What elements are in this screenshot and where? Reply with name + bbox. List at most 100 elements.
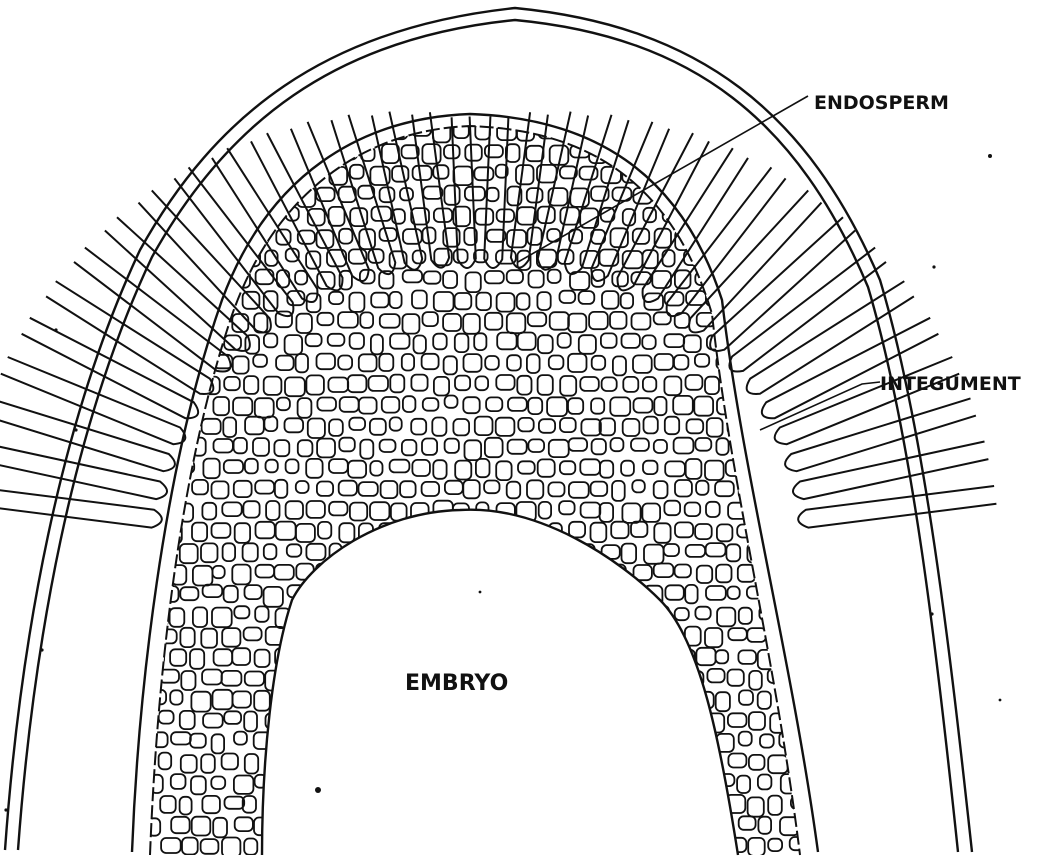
endosperm-cell	[171, 774, 186, 789]
endosperm-cell	[463, 397, 479, 413]
endosperm-cell	[360, 312, 373, 328]
endosperm-cell	[716, 692, 730, 711]
endosperm-cell	[559, 501, 575, 514]
endosperm-cell	[243, 501, 259, 517]
endosperm-cell	[580, 377, 599, 391]
endosperm-cell	[350, 503, 367, 521]
endosperm-cell	[496, 375, 514, 390]
endosperm-cell	[789, 628, 809, 640]
endosperm-cell	[296, 481, 309, 493]
endosperm-cell	[517, 376, 531, 395]
endosperm-cell	[444, 186, 459, 205]
endosperm-cell	[654, 397, 666, 415]
endosperm-cell	[716, 565, 731, 583]
endosperm-cell	[528, 398, 542, 414]
endosperm-cell	[622, 544, 637, 564]
endosperm-cell	[476, 293, 491, 311]
endosperm-cell	[642, 335, 655, 349]
endosperm-cell	[434, 377, 449, 396]
endosperm-cell	[151, 732, 168, 747]
endosperm-cell	[518, 461, 535, 473]
endosperm-cell	[768, 459, 782, 473]
endosperm-cell	[390, 292, 402, 308]
endosperm-cell	[707, 669, 724, 683]
endosperm-cell	[243, 292, 260, 309]
endosperm-cell	[529, 271, 544, 288]
endosperm-cell	[695, 354, 709, 367]
endosperm-cell	[602, 291, 619, 309]
endosperm-cell	[359, 482, 378, 496]
endosperm-cell	[285, 418, 304, 432]
endosperm-cell	[695, 607, 710, 620]
endosperm-cell	[444, 145, 460, 158]
endosperm-cell	[203, 585, 223, 597]
endosperm-cell	[338, 312, 358, 328]
endosperm-cell	[369, 376, 389, 391]
endosperm-cell	[747, 628, 766, 642]
endosperm-cell	[214, 649, 233, 665]
endosperm-cell	[560, 461, 575, 474]
endosperm-cell	[232, 565, 250, 585]
endosperm-cell	[516, 165, 534, 184]
endosperm-cell	[737, 145, 753, 158]
endosperm-cell	[518, 333, 536, 350]
endosperm-cell	[611, 522, 628, 539]
endosperm-cell	[434, 292, 454, 311]
endosperm-cell	[600, 418, 616, 435]
endosperm-cell	[623, 251, 643, 268]
endosperm-cell	[422, 354, 439, 369]
integument-label: INTEGUMENT	[880, 373, 1021, 395]
endosperm-cell	[781, 272, 798, 285]
endosperm-cell	[264, 417, 277, 432]
endosperm-cell	[589, 312, 608, 329]
endosperm-cell	[244, 628, 262, 641]
endosperm-cell	[610, 312, 627, 329]
endosperm-cell	[339, 523, 354, 542]
endosperm-cell	[360, 440, 373, 459]
endosperm-cell	[317, 482, 333, 496]
endosperm-cell	[517, 293, 530, 309]
endosperm-cell	[443, 271, 457, 288]
endosperm-cell	[379, 354, 393, 371]
endosperm-cell	[190, 649, 204, 669]
endosperm-cell	[201, 839, 219, 854]
endosperm-cell	[716, 650, 729, 663]
endosperm-cell	[285, 335, 303, 354]
endosperm-cell	[349, 418, 365, 430]
endosperm-cell	[748, 838, 765, 856]
endosperm-cell	[402, 354, 414, 371]
endosperm-cell	[212, 481, 229, 498]
endosperm-cell	[340, 397, 359, 412]
endosperm-cell	[212, 734, 225, 753]
endosperm-cell	[349, 293, 364, 312]
endosperm-cell	[222, 754, 238, 770]
endosperm-cell	[191, 776, 206, 794]
endosperm-cell	[602, 377, 617, 391]
endosperm-cell	[758, 440, 775, 453]
endosperm-cell	[371, 335, 383, 355]
endosperm-cell	[706, 586, 726, 600]
endosperm-cell	[245, 459, 258, 474]
endosperm-cell	[307, 501, 325, 518]
endosperm-cell	[632, 313, 651, 329]
integument-fold	[46, 281, 213, 394]
endosperm-cell	[623, 419, 640, 436]
endosperm-cell	[664, 544, 679, 556]
endosperm-cell	[507, 355, 521, 370]
endosperm-cell	[233, 691, 251, 707]
endosperm-cell	[433, 334, 447, 350]
endosperm-cell	[181, 671, 195, 690]
endosperm-cell	[192, 523, 207, 542]
endosperm-cell	[537, 292, 550, 310]
endosperm-cell	[402, 440, 417, 455]
endosperm-cell	[390, 460, 410, 473]
integument-fold	[798, 486, 996, 528]
endosperm-cell	[568, 354, 586, 372]
endosperm-cell	[191, 692, 210, 712]
endosperm-cell	[558, 333, 571, 348]
integument-fold	[785, 398, 976, 471]
endosperm-cell	[736, 314, 749, 334]
endosperm-cell	[329, 419, 343, 436]
endosperm-cell	[180, 797, 192, 815]
endosperm-cell	[580, 459, 600, 475]
